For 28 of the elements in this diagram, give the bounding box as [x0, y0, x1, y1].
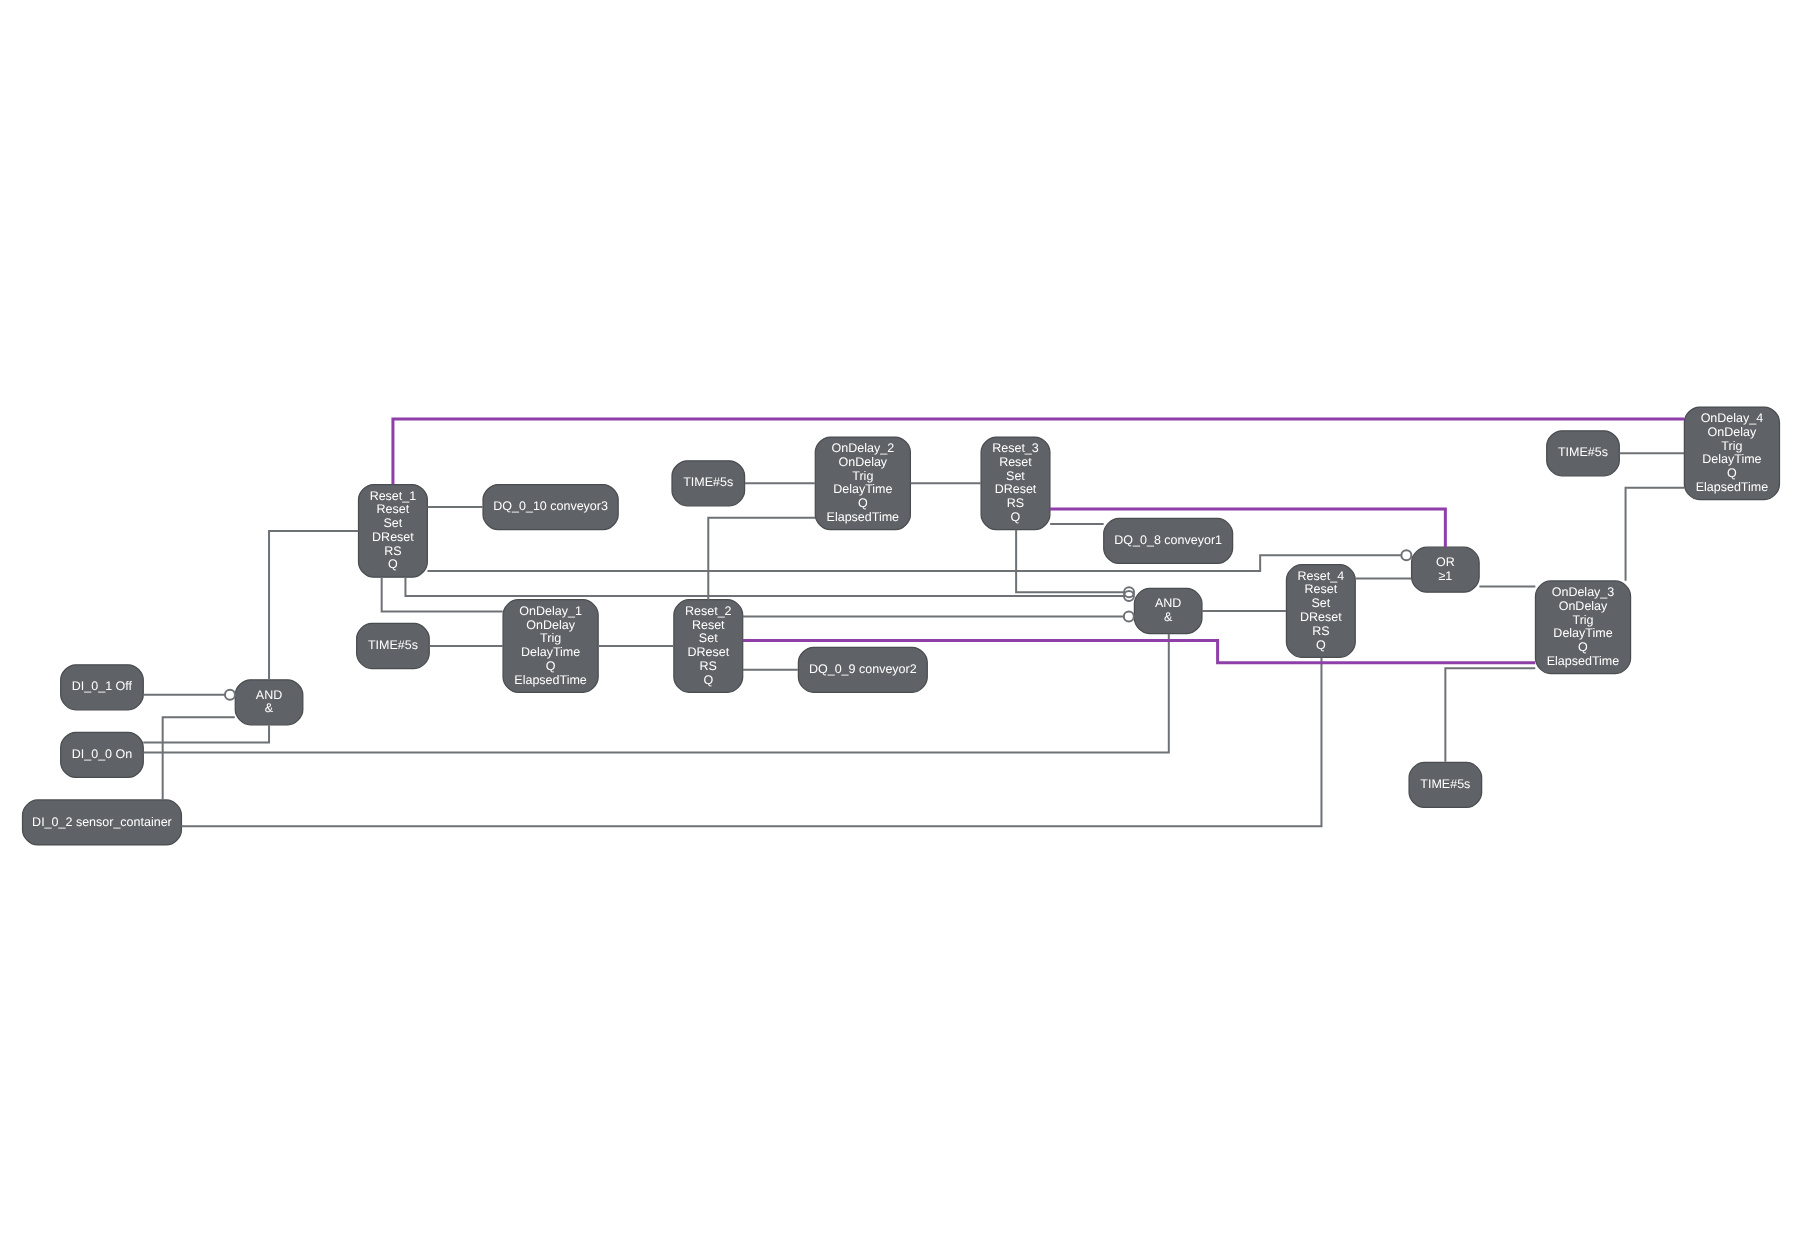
- connector: [909, 482, 982, 485]
- connector: [1444, 667, 1537, 763]
- connector: [391, 417, 1685, 485]
- connector: [1049, 507, 1447, 548]
- connector: [1049, 523, 1105, 525]
- connector: [743, 482, 816, 485]
- connector: [1015, 528, 1136, 599]
- connector: [428, 645, 504, 647]
- connector: [161, 716, 236, 801]
- connector: [1354, 577, 1413, 580]
- connector: [426, 549, 1413, 572]
- connector: [380, 576, 504, 613]
- connector: [268, 529, 360, 681]
- connector: [741, 610, 1135, 623]
- connector: [707, 516, 817, 601]
- connector: [180, 656, 1323, 828]
- connector: [742, 638, 1536, 665]
- connector: [142, 688, 236, 701]
- connector: [597, 645, 675, 647]
- connector: [1478, 585, 1537, 588]
- connector: [1618, 452, 1686, 455]
- connector: [142, 724, 271, 744]
- connector: [1201, 610, 1287, 612]
- connector: [426, 506, 484, 509]
- connector: [404, 576, 1135, 602]
- connector: [1624, 486, 1686, 582]
- connector: [741, 668, 799, 671]
- connector: [142, 632, 1170, 754]
